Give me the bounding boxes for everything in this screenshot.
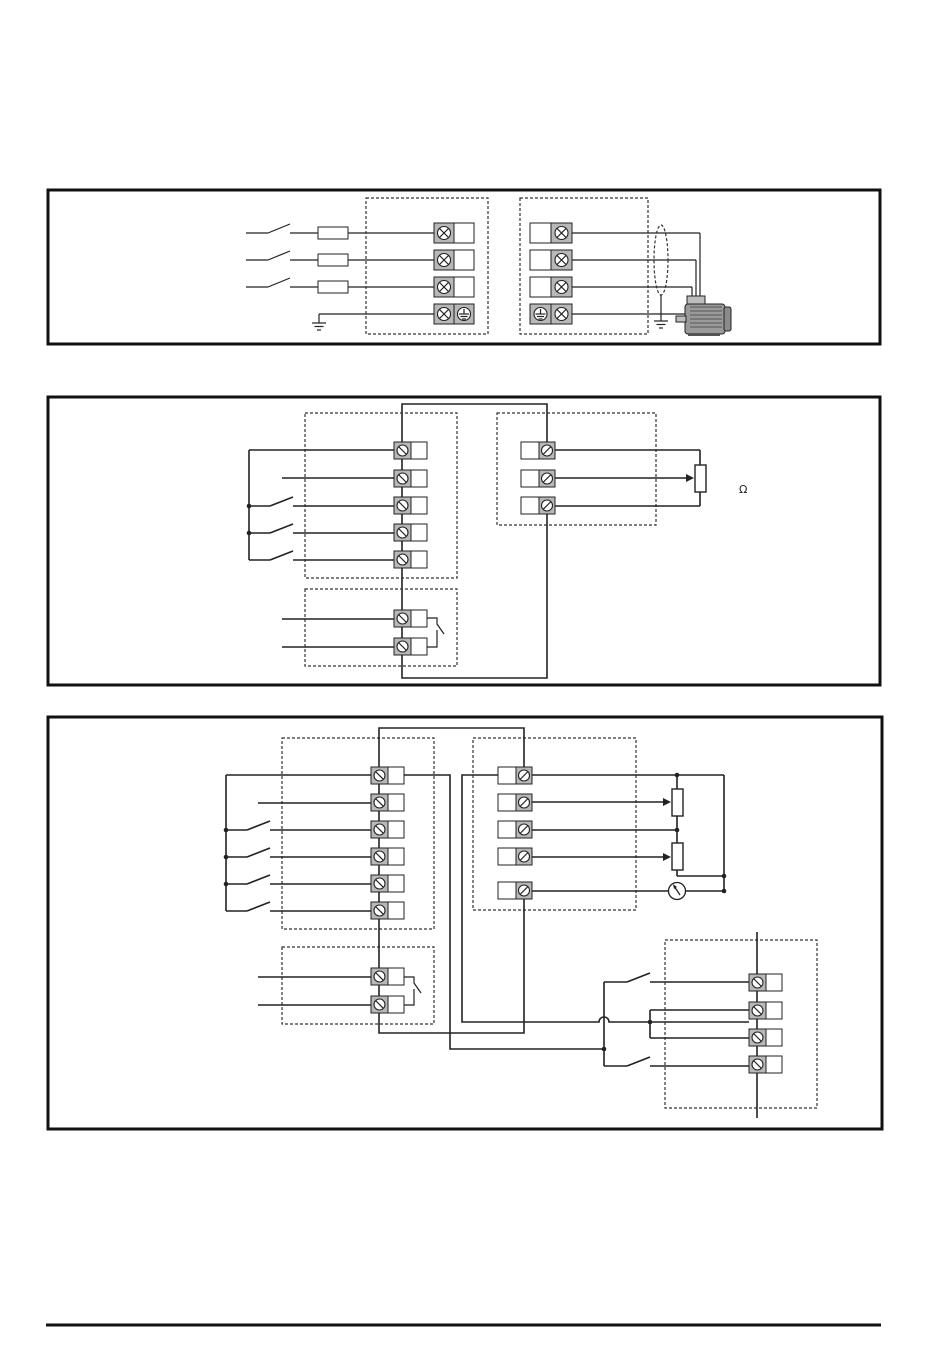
ohm-label: Ω [739,483,747,496]
panel-control-connections-extended [48,717,882,1129]
fuses [318,227,434,293]
earth-ground-icon [312,314,434,330]
screw-terminal-icon [371,968,404,985]
digital-input-wiring [224,775,371,1005]
screw-terminal-icon [521,497,555,514]
relay-terminal-block [305,589,457,666]
screw-terminal-icon [371,902,404,919]
screw-terminal-icon [371,996,404,1013]
screw-terminal-icon [394,470,427,487]
screw-terminal-icon [530,250,572,270]
screw-terminal-icon [521,470,555,487]
output-terminals [530,223,572,324]
input-terminals [434,223,474,324]
screw-terminal-icon [394,524,427,541]
meter-icon [669,883,686,900]
relay-contact-icon [427,618,444,647]
fuse-icon [318,281,348,293]
potentiometer-icon [672,843,683,870]
screw-terminal-icon [498,794,532,811]
screw-terminal-icon [434,250,474,270]
analog-terminals [498,767,532,899]
screw-terminal-icon [498,848,532,865]
screw-terminal-icon [749,1002,782,1019]
digital-terminals [394,442,427,568]
analog-terminals [521,442,555,514]
potentiometer-icon [672,789,683,816]
screw-terminal-icon [530,277,572,297]
fuse-icon [318,254,348,266]
interconnect-wiring [404,775,757,1118]
analog-io-terminal-block [473,738,636,910]
external-terminals [749,974,782,1073]
screw-terminal-icon [371,767,404,784]
screw-terminal-icon [749,974,782,991]
screw-terminal-icon [371,848,404,865]
screw-terminal-icon [394,638,427,655]
screw-terminal-icon [394,442,427,459]
screw-terminal-icon [498,821,532,838]
screw-terminal-icon [498,882,532,899]
earth-ground-icon [458,308,471,321]
potentiometer-icon [555,450,706,506]
fuse-icon [318,227,348,239]
analog-wiring [532,773,726,900]
digital-io-terminal-block [282,738,434,929]
screw-terminal-icon [434,277,474,297]
screw-terminal-icon [434,223,474,243]
motor-icon [676,296,731,336]
motor-cable [572,225,700,328]
screw-terminal-icon [394,551,427,568]
earth-ground-icon [534,308,547,321]
screw-terminal-icon [749,1056,782,1073]
panel-power-connections [48,190,880,344]
relay-terminal-block [282,947,434,1024]
screw-terminal-icon [394,497,427,514]
digital-io-terminal-block [305,413,457,578]
panel-control-connections-basic: Ω [48,397,880,685]
supply-switches [246,224,318,287]
external-terminal-block [665,940,817,1108]
earth-ground-icon [654,321,668,328]
screw-terminal-icon [394,610,427,627]
screw-terminal-icon [530,223,572,243]
digital-input-wiring [247,450,394,647]
relay-contact-icon [404,977,421,1005]
screw-terminal-icon [749,1029,782,1046]
digital-terminals [371,767,404,919]
screw-terminal-icon [371,794,404,811]
screw-terminal-icon [371,821,404,838]
screw-terminal-icon [498,767,532,784]
screw-terminal-icon [371,875,404,892]
screw-terminal-icon [521,442,555,459]
